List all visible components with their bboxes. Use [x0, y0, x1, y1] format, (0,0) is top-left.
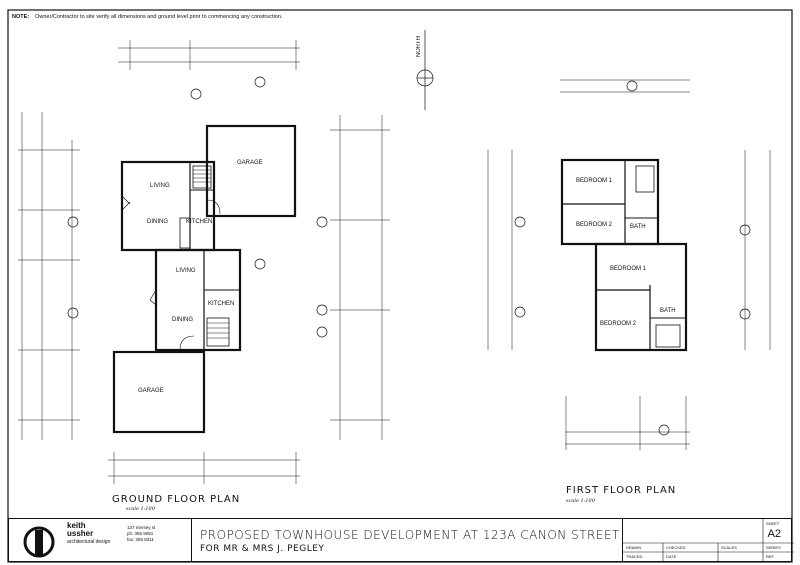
unit-a-first-walls: [560, 158, 660, 246]
traced-label: TRACED: [626, 554, 643, 559]
room-label-bedroom2-a: BEDROOM 2: [576, 222, 613, 228]
drawn-label: DRAWN: [626, 545, 641, 550]
room-label-bedroom1-b: BEDROOM 1: [610, 266, 647, 272]
unit-a-ground-walls: [120, 160, 216, 252]
room-label-bath-b: BATH: [660, 308, 676, 314]
construction-note: NOTE: Owner/Contractor to site verify all…: [12, 14, 282, 20]
room-label-bedroom1-a: BEDROOM 1: [576, 178, 613, 184]
unit-b-ground-walls: [154, 248, 242, 352]
north-label: NORTH: [416, 36, 422, 58]
firm-contact: 137 mersey st ph: 355 9081 fax: 355 8311: [127, 525, 155, 543]
room-label-bath-a: BATH: [630, 224, 646, 230]
sheet-border: [7, 9, 793, 563]
first-floor-plan: [487, 79, 771, 450]
sheet-label: SHEET: [766, 521, 780, 526]
note-text: Owner/Contractor to site verify all dime…: [35, 14, 283, 20]
firm-logo-block: keith ussher architectural design 137 me…: [9, 519, 192, 561]
ground-floor-plan-scale: scale 1:100: [126, 506, 155, 512]
garage-a-walls: [205, 124, 297, 218]
room-label-living-b: LIVING: [176, 268, 196, 274]
room-label-garage-a: GARAGE: [237, 160, 263, 166]
ground-floor-plan: [18, 40, 390, 484]
title-block: keith ussher architectural design 137 me…: [8, 518, 794, 562]
room-label-garage-b: GARAGE: [138, 388, 164, 394]
room-label-living-a: LIVING: [150, 183, 170, 189]
first-floor-plan-title: FIRST FLOOR PLAN: [566, 485, 677, 496]
scales-label: SCALES: [721, 545, 737, 550]
note-label: NOTE:: [12, 14, 30, 20]
firm-name-line2: ussher: [67, 529, 94, 538]
date-label: DATE: [666, 554, 677, 559]
drawing-info-grid-lines: [623, 519, 794, 561]
ref-label: REF: [766, 554, 774, 559]
garage-b-walls: [112, 350, 206, 434]
sheet-number: A2: [767, 528, 781, 540]
room-label-dining-b: DINING: [172, 317, 193, 323]
firm-address: 137 mersey st: [127, 525, 156, 530]
firm-logo-icon: [23, 526, 55, 558]
project-info: PROPOSED TOWNHOUSE DEVELOPMENT AT 123A C…: [192, 519, 622, 561]
room-label-dining-a: DINING: [147, 219, 168, 225]
unit-b-first-walls: [594, 242, 688, 352]
firm-tagline: architectural design: [67, 539, 111, 545]
project-title: PROPOSED TOWNHOUSE DEVELOPMENT AT 123A C…: [200, 528, 620, 542]
firm-phone: ph: 355 9081: [127, 531, 154, 536]
room-label-bedroom2-b: BEDROOM 2: [600, 321, 637, 327]
client-name: FOR MR & MRS J. PEGLEY: [200, 544, 325, 554]
room-label-kitchen-a: KITCHEN: [186, 219, 213, 225]
room-label-kitchen-b: KITCHEN: [208, 301, 235, 307]
series-label: SERIES: [766, 545, 781, 550]
drawing-info-grid: DRAWN TRACED CHECKED DATE SCALES SHEET S…: [622, 519, 794, 561]
firm-name: keith ussher architectural design: [67, 522, 110, 546]
first-floor-plan-scale: scale 1:100: [566, 498, 595, 504]
checked-label: CHECKED: [666, 545, 686, 550]
firm-name-line1: keith: [67, 521, 86, 530]
north-arrow-icon: [416, 30, 434, 110]
ground-floor-plan-title: GROUND FLOOR PLAN: [112, 494, 241, 505]
firm-fax: fax: 355 8311: [127, 537, 154, 542]
